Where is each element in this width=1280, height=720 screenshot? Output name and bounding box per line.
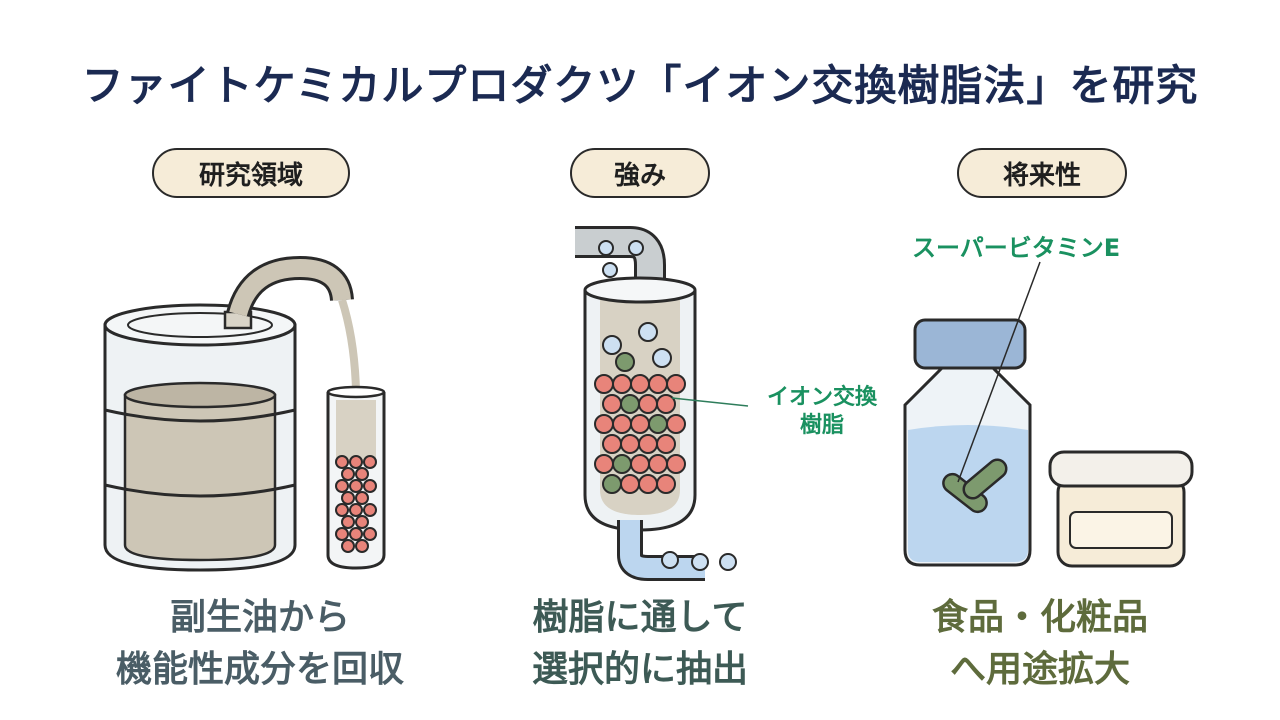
- resin-bead: [612, 414, 632, 434]
- resin-bead: [602, 434, 622, 454]
- heading-research-area: 研究領域: [152, 148, 350, 198]
- resin-bead: [612, 454, 632, 474]
- ion-exchange-column-illustration: [575, 226, 749, 581]
- resin-bead: [648, 454, 668, 474]
- super-vitamin-e-label: スーパービタミンE: [912, 234, 1121, 262]
- cosmetic-jar-illustration: [1048, 450, 1194, 568]
- page-title: ファイトケミカルプロダクツ「イオン交換樹脂法」を研究: [81, 61, 1199, 110]
- resin-bead: [620, 394, 640, 414]
- caption-future: 食品・化粧品 へ用途拡大: [840, 592, 1240, 696]
- caption-3-line-2: へ用途拡大: [949, 649, 1130, 690]
- resin-bead: [341, 539, 355, 553]
- test-tube-illustration: [326, 385, 386, 570]
- resin-bead: [620, 474, 640, 494]
- resin-bead: [363, 503, 377, 517]
- resin-bead: [363, 455, 377, 469]
- resin-bead: [630, 414, 650, 434]
- output-bead: [691, 553, 709, 571]
- heading-future: 将来性: [957, 148, 1127, 198]
- resin-bead: [594, 454, 614, 474]
- supplement-bottle-illustration: [903, 261, 1041, 567]
- resin-bead: [602, 394, 622, 414]
- flow-bead: [602, 262, 618, 278]
- resin-bead: [355, 491, 369, 505]
- resin-bead: [638, 434, 658, 454]
- ion-exchange-resin-label: イオン交換 樹脂: [722, 384, 922, 440]
- resin-bead: [638, 474, 658, 494]
- resin-bead: [341, 467, 355, 481]
- caption-3-line-1: 食品・化粧品: [931, 597, 1148, 638]
- output-bead: [719, 553, 737, 571]
- caption-strength: 樹脂に通して 選択的に抽出: [440, 592, 840, 696]
- resin-bead: [648, 414, 668, 434]
- resin-bead: [355, 467, 369, 481]
- flow-bead: [652, 348, 672, 368]
- resin-bead: [666, 414, 686, 434]
- resin-bead: [335, 527, 349, 541]
- resin-bead: [602, 474, 622, 494]
- flow-bead: [615, 352, 635, 372]
- resin-bead: [612, 374, 632, 394]
- resin-bead: [341, 515, 355, 529]
- resin-label-line-1: イオン交換: [766, 385, 877, 410]
- resin-label-line-2: 樹脂: [799, 413, 844, 438]
- resin-bead: [594, 374, 614, 394]
- caption-1-line-1: 副生油から: [169, 597, 350, 638]
- resin-bead: [363, 527, 377, 541]
- resin-bead: [656, 474, 676, 494]
- resin-bead: [335, 503, 349, 517]
- resin-bead: [648, 374, 668, 394]
- caption-2-line-2: 選択的に抽出: [531, 649, 748, 690]
- resin-bead: [335, 455, 349, 469]
- flow-bead: [638, 322, 658, 342]
- resin-bead: [638, 394, 658, 414]
- resin-bead: [363, 479, 377, 493]
- caption-2-line-1: 樹脂に通して: [532, 597, 748, 638]
- resin-bead: [355, 539, 369, 553]
- resin-bead: [349, 503, 363, 517]
- heading-strength: 強み: [570, 148, 710, 198]
- resin-bead: [666, 374, 686, 394]
- resin-bead: [620, 434, 640, 454]
- resin-bead: [355, 515, 369, 529]
- resin-bead: [630, 454, 650, 474]
- flow-bead: [628, 240, 644, 256]
- output-bead: [661, 551, 679, 569]
- flow-bead: [598, 240, 614, 256]
- resin-bead: [349, 479, 363, 493]
- oil-drum-illustration: [103, 303, 297, 572]
- resin-bead: [594, 414, 614, 434]
- resin-bead: [666, 454, 686, 474]
- resin-bead: [349, 455, 363, 469]
- caption-research-area: 副生油から 機能性成分を回収: [60, 592, 460, 696]
- caption-1-line-2: 機能性成分を回収: [115, 649, 404, 690]
- resin-bead: [341, 491, 355, 505]
- resin-bead: [630, 374, 650, 394]
- resin-bead: [656, 394, 676, 414]
- resin-bead: [656, 434, 676, 454]
- resin-bead: [349, 527, 363, 541]
- flow-bead: [602, 335, 622, 355]
- resin-bead: [335, 479, 349, 493]
